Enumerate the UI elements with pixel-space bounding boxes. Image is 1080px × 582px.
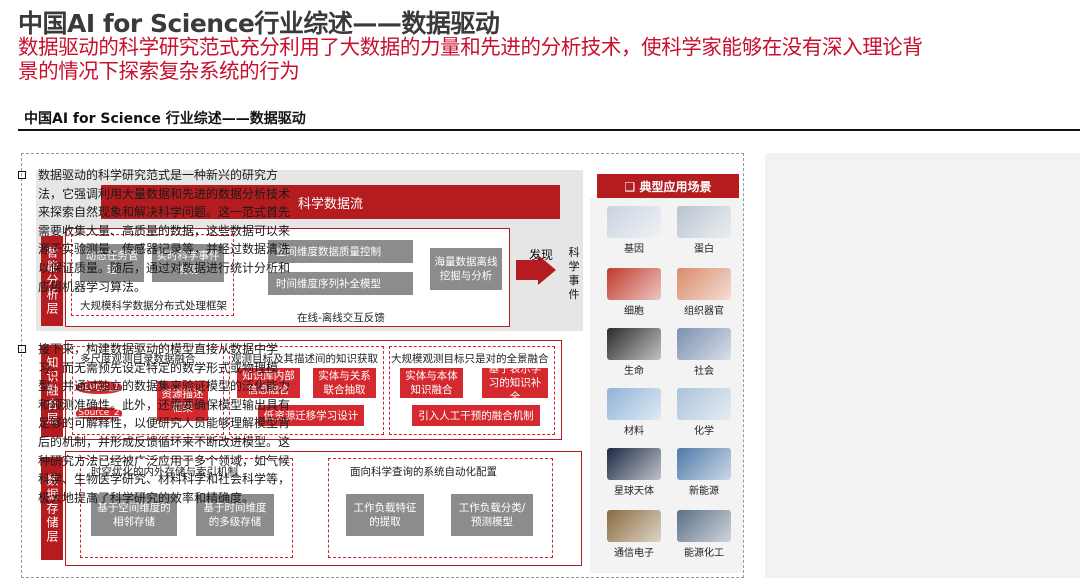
society-icon: [677, 328, 731, 360]
app-plant: 能源化工: [672, 510, 736, 559]
app-chemistry: 化学: [672, 388, 736, 437]
target-knowledge-label: 观测目标及其描述间的知识获取: [231, 353, 378, 365]
app-society: 社会: [672, 328, 736, 377]
chemistry-icon: [677, 388, 731, 420]
app-name: 通信电子: [614, 548, 654, 559]
dynamic-task-box: 动态任务管理: [80, 244, 144, 282]
app-name: 蛋白: [694, 244, 714, 255]
life-icon: [607, 328, 661, 360]
framework-dashed-box: [71, 234, 234, 316]
page-subtitle: 数据驱动的科学研究范式充分利用了大数据的力量和先进的分析技术，使科学家能够在没有…: [18, 35, 1080, 83]
discover-arrow-head: [538, 255, 556, 285]
discover-label: 发现: [529, 248, 554, 262]
app-organ: 组织器官: [672, 268, 736, 317]
workload-feature-box: 工作负载特征的提取: [346, 494, 424, 536]
spatial-storage-box: 基于空间维度的相邻存储: [91, 494, 177, 536]
apps-header: ❑ 典型应用场景: [597, 174, 739, 198]
human-loop-box: 引入人工干预的融合机制: [412, 405, 540, 426]
material-icon: [607, 388, 661, 420]
temporal-storage-box: 基于时间维度的多级存储: [196, 494, 274, 536]
spatial-quality-box: 空间维度数据质量控制: [268, 240, 413, 263]
app-name: 组织器官: [684, 306, 724, 317]
dna-icon: [607, 206, 661, 238]
organ-icon: [677, 268, 731, 300]
protein-icon: [677, 206, 731, 238]
subtitle-line-1: 数据驱动的科学研究范式充分利用了大数据的力量和先进的分析技术，使科学家能够在没有…: [18, 35, 923, 59]
low-resource-box: 低资源迁移学习设计: [258, 405, 364, 426]
app-name: 化学: [694, 426, 714, 437]
temporal-model-box: 时间维度序列补全模型: [268, 272, 413, 295]
section-divider: [18, 129, 1080, 131]
app-name: 材料: [624, 426, 644, 437]
offline-mining-box: 海量数据离线挖掘与分析: [430, 248, 502, 290]
framework-label: 大规模科学数据分布式处理框架: [80, 300, 227, 312]
plant-icon: [677, 510, 731, 542]
source-1-cylinder: Source_1: [76, 381, 122, 394]
app-cell: 细胞: [602, 268, 666, 317]
bullet-2-text: 接下来，构建数据驱动的模型直接从数据中学习，而无需预先设定特定的数学形式或物理模…: [38, 342, 291, 505]
page-title: 中国AI for Science行业综述——数据驱动: [18, 9, 500, 38]
planet-icon: [607, 448, 661, 480]
smart-layer-label: 智能分析层: [41, 236, 63, 326]
source-2-cylinder: Source_2: [76, 407, 122, 420]
app-name: 生命: [624, 366, 644, 377]
bullet-1-text: 数据驱动的科学研究范式是一种新兴的研究方法，它强调利用大量数据和先进的数据分析技…: [38, 168, 291, 294]
app-name: 新能源: [689, 486, 719, 497]
entity-relation-box: 实体与关系联合抽取: [313, 368, 376, 398]
app-name: 能源化工: [684, 548, 724, 559]
app-name: 星球天体: [614, 486, 654, 497]
kb-fusion-box: 知识库内部信息融合: [237, 368, 300, 398]
app-planet: 星球天体: [602, 448, 666, 497]
storage-layer-label: 数据存储层: [41, 457, 63, 560]
description-panel: [765, 153, 1080, 578]
discover-arrow: [516, 260, 540, 280]
bullet-1: 数据驱动的科学研究范式是一种新兴的研究方法，它强调利用大量数据和先进的数据分析技…: [18, 166, 300, 296]
multi-scale-dashed-box: [72, 346, 224, 435]
panorama-dashed-box: [389, 346, 555, 435]
science-data-flow-bar: 科学数据流: [101, 185, 560, 219]
entity-kb-box: 实体与本体知识融合: [400, 368, 463, 398]
bullet-box-icon: [18, 171, 26, 179]
app-protein: 蛋白: [672, 206, 736, 255]
diagram-frame: [21, 153, 744, 578]
app-material: 材料: [602, 388, 666, 437]
chip-icon: [607, 510, 661, 542]
workload-classify-box: 工作负载分类/预测模型: [451, 494, 533, 536]
app-name: 社会: [694, 366, 714, 377]
bullet-box-icon: [18, 345, 26, 353]
app-name: 基因: [624, 244, 644, 255]
repr-learning-box: 基于表示学习的知识补全: [482, 363, 548, 403]
section-title: 中国AI for Science 行业综述——数据驱动: [24, 111, 306, 127]
app-dna: 基因: [602, 206, 666, 255]
app-energy: 新能源: [672, 448, 736, 497]
resource-description-box: 资源描述框架: [157, 381, 208, 421]
panorama-label: 大规模观测目标只是对的全景融合: [391, 353, 549, 365]
feedback-label: 在线-离线交互反馈: [297, 312, 385, 324]
realtime-event-box: 实时科学事件发现: [152, 244, 224, 282]
spatiotemporal-dashed-box: [80, 458, 293, 558]
knowledge-layer-label: 知识融合层: [41, 345, 63, 437]
subtitle-line-2: 景的情况下探索复杂系统的行为: [18, 59, 300, 83]
app-chip: 通信电子: [602, 510, 666, 559]
bullet-2: 接下来，构建数据驱动的模型直接从数据中学习，而无需预先设定特定的数学形式或物理模…: [18, 340, 300, 507]
target-knowledge-dashed-box: [229, 346, 384, 435]
app-life: 生命: [602, 328, 666, 377]
cell-icon: [607, 268, 661, 300]
science-event-label: 科学事件: [568, 246, 580, 301]
energy-icon: [677, 448, 731, 480]
auto-config-dashed-box: [328, 458, 553, 558]
app-name: 细胞: [624, 306, 644, 317]
spatiotemporal-label: 时空优化的内外存储与索引机制: [91, 466, 238, 478]
multi-scale-label: 多尺度观测目录数据融合: [80, 353, 196, 365]
auto-config-label: 面向科学查询的系统自动化配置: [350, 466, 497, 478]
